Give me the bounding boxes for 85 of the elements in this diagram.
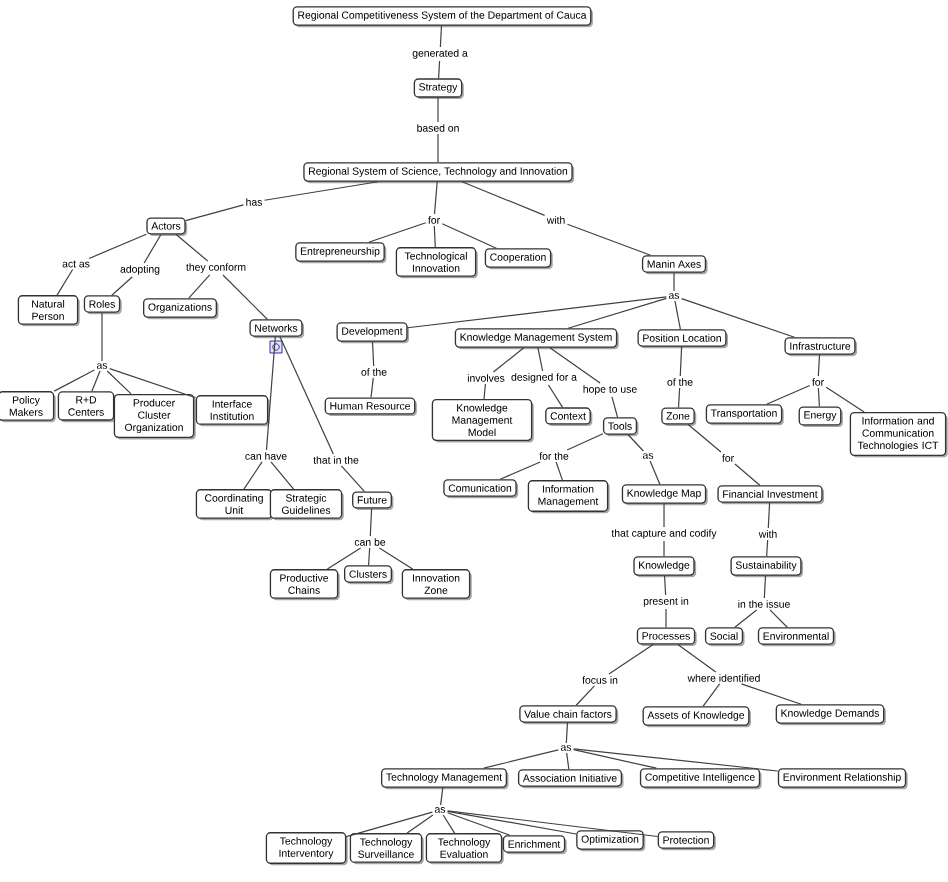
connector-line <box>175 233 209 262</box>
connector-line <box>687 423 722 453</box>
connector-line <box>734 609 758 628</box>
connector-line <box>447 812 511 836</box>
connector-line <box>111 276 133 296</box>
connector-line <box>222 274 268 320</box>
connector-line <box>265 336 276 451</box>
connector-line <box>370 377 374 399</box>
connector-line <box>447 810 577 835</box>
connector-line <box>109 367 197 399</box>
connector-line <box>665 608 667 628</box>
connector-line <box>263 181 379 201</box>
connector-line <box>243 461 263 490</box>
connector-line <box>437 60 441 79</box>
connector-line <box>740 683 802 705</box>
connector-line <box>442 814 456 834</box>
connector-line <box>185 204 245 222</box>
connector-line <box>499 461 541 480</box>
connector-line <box>53 369 95 392</box>
connector-line <box>575 685 595 706</box>
connector-line <box>279 336 334 455</box>
connector-line <box>763 575 767 599</box>
connector-line <box>371 341 375 367</box>
connector-line <box>663 540 665 557</box>
connector-line <box>547 384 564 408</box>
connector-line <box>555 461 564 481</box>
connector-line <box>440 787 444 806</box>
connector-line <box>378 547 414 570</box>
connector-line <box>608 643 654 675</box>
connector-line <box>433 181 438 215</box>
connector-line <box>566 223 652 256</box>
connector-line <box>406 296 667 329</box>
connector-line <box>681 298 796 338</box>
connector-line <box>627 434 644 452</box>
connector-line <box>817 387 821 407</box>
connector-line <box>567 297 667 329</box>
connector-line <box>817 354 821 377</box>
connector-line <box>611 396 619 418</box>
connector-line <box>461 181 546 216</box>
connector-line <box>663 575 667 596</box>
connector-line <box>649 460 661 485</box>
connector-line <box>537 347 544 372</box>
connector-line <box>492 347 525 373</box>
connector-line <box>326 547 362 570</box>
connector-line <box>56 268 74 296</box>
connector-line <box>766 539 769 557</box>
connector-line <box>143 233 162 264</box>
connector-line <box>566 752 570 770</box>
connector-line <box>679 346 683 377</box>
connector-line <box>368 222 427 243</box>
connector-line <box>734 463 761 486</box>
connector-line <box>441 223 497 249</box>
connector-line <box>674 300 681 330</box>
connector-line <box>769 609 788 628</box>
connector-line <box>369 507 373 537</box>
connector-line <box>345 811 433 838</box>
connector-line <box>566 433 604 451</box>
connector-line <box>677 643 717 673</box>
connector-line <box>702 683 721 707</box>
connector-line <box>101 312 103 362</box>
connector-line <box>188 274 211 299</box>
connector-line <box>766 384 811 405</box>
connector-line <box>573 749 657 769</box>
connector-line <box>437 97 439 123</box>
connector-line <box>88 233 147 260</box>
connector-line <box>483 749 559 769</box>
connector-line <box>106 370 132 395</box>
connector-line <box>447 810 659 838</box>
connector-line <box>663 503 665 528</box>
connector-line <box>270 461 295 490</box>
connector-line <box>367 547 371 566</box>
connector-line <box>439 25 443 48</box>
connector-line <box>565 722 569 744</box>
connector-line <box>673 272 675 292</box>
connector-line <box>433 225 436 248</box>
connector-line <box>340 465 365 493</box>
connector-line <box>573 748 779 772</box>
connector-line <box>483 383 487 400</box>
connector-line <box>406 814 434 834</box>
connector-line <box>677 387 681 409</box>
connector-line <box>825 386 865 413</box>
connector-line <box>549 347 601 384</box>
connector-line <box>91 370 101 392</box>
connector-line <box>767 502 771 529</box>
connector-line <box>437 133 439 163</box>
